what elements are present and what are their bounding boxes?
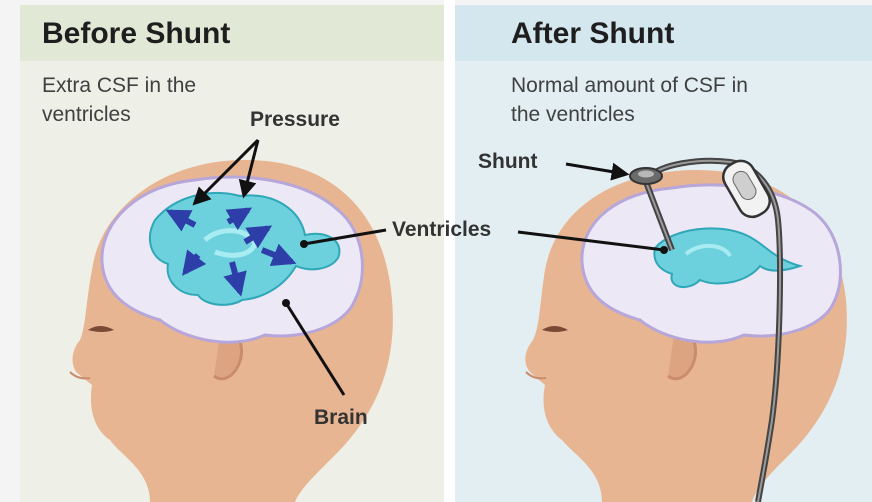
ventricles-dot-right [660,246,668,254]
ventricles-label: Ventricles [392,218,491,242]
shunt-reservoir-highlight [638,171,654,178]
shunt-label: Shunt [478,150,537,174]
brain-dot [282,299,290,307]
ventricles-dot-left [300,240,308,248]
pressure-label: Pressure [250,108,340,132]
brain-label: Brain [314,406,368,430]
shunt-leader [566,164,626,174]
